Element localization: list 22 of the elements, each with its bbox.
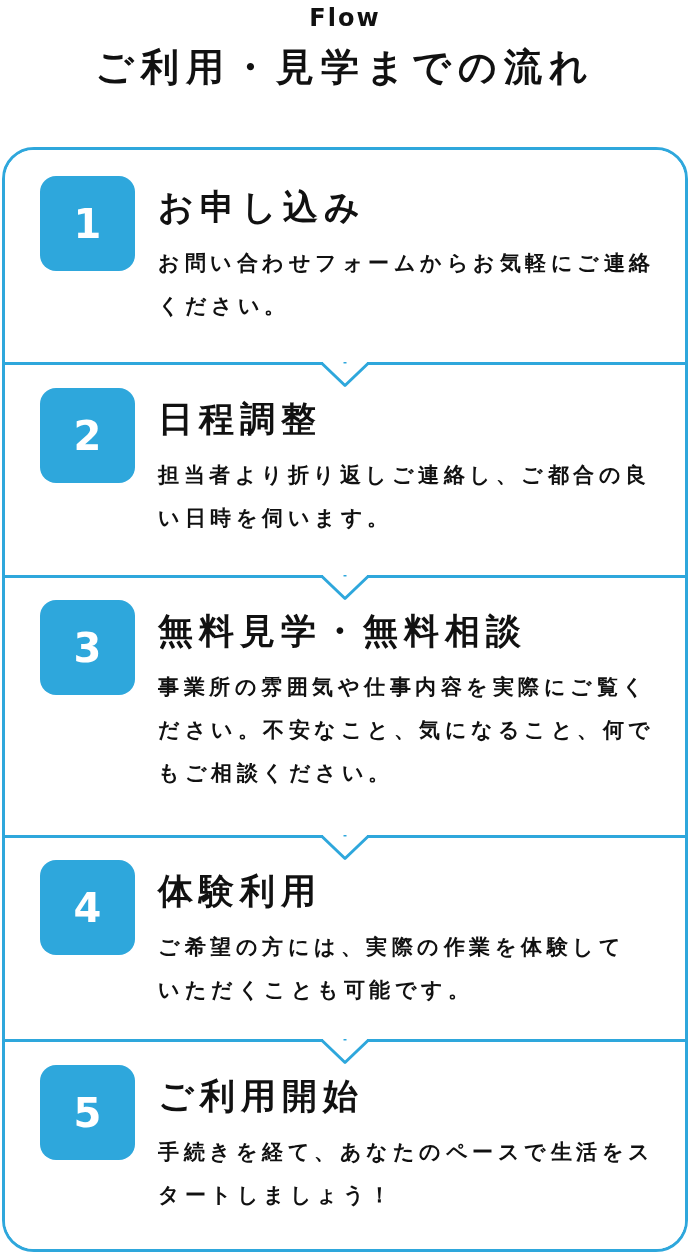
chevron-arrow xyxy=(320,575,370,600)
page-title: ご利用・見学までの流れ xyxy=(95,44,595,90)
step-number-badge: 3 xyxy=(40,600,135,695)
step-description: ご希望の方には、実際の作業を体験していただくことも可能です。 xyxy=(158,934,626,1004)
step-heading: お申し込み xyxy=(158,186,366,228)
chevron-arrow xyxy=(320,362,370,387)
step-heading: 無料見学・無料相談 xyxy=(158,610,527,652)
chevron-arrow xyxy=(320,1039,370,1064)
step-number-badge: 5 xyxy=(40,1065,135,1160)
step-number-badge: 2 xyxy=(40,388,135,483)
step-panel xyxy=(5,150,685,365)
chevron-arrow xyxy=(320,835,370,860)
subheading: Flow xyxy=(309,3,381,33)
step-number-badge: 1 xyxy=(40,176,135,271)
step-heading: 体験利用 xyxy=(158,870,322,912)
step-description: 担当者より折り返しご連絡し、ご都合の良い日時を伺います。 xyxy=(158,462,652,532)
step-description: 事業所の雰囲気や仕事内容を実際にご覧ください。不安なこと、気になること、何でもご相談ください。 xyxy=(158,674,656,787)
step-heading: ご利用開始 xyxy=(158,1075,364,1117)
step-number-badge: 4 xyxy=(40,860,135,955)
step-description: お問い合わせフォームからお気軽にご連絡ください。 xyxy=(158,250,656,320)
step-description: 手続きを経て、あなたのペースで生活をスタートしましょう！ xyxy=(158,1139,656,1209)
step-heading: 日程調整 xyxy=(158,398,322,440)
